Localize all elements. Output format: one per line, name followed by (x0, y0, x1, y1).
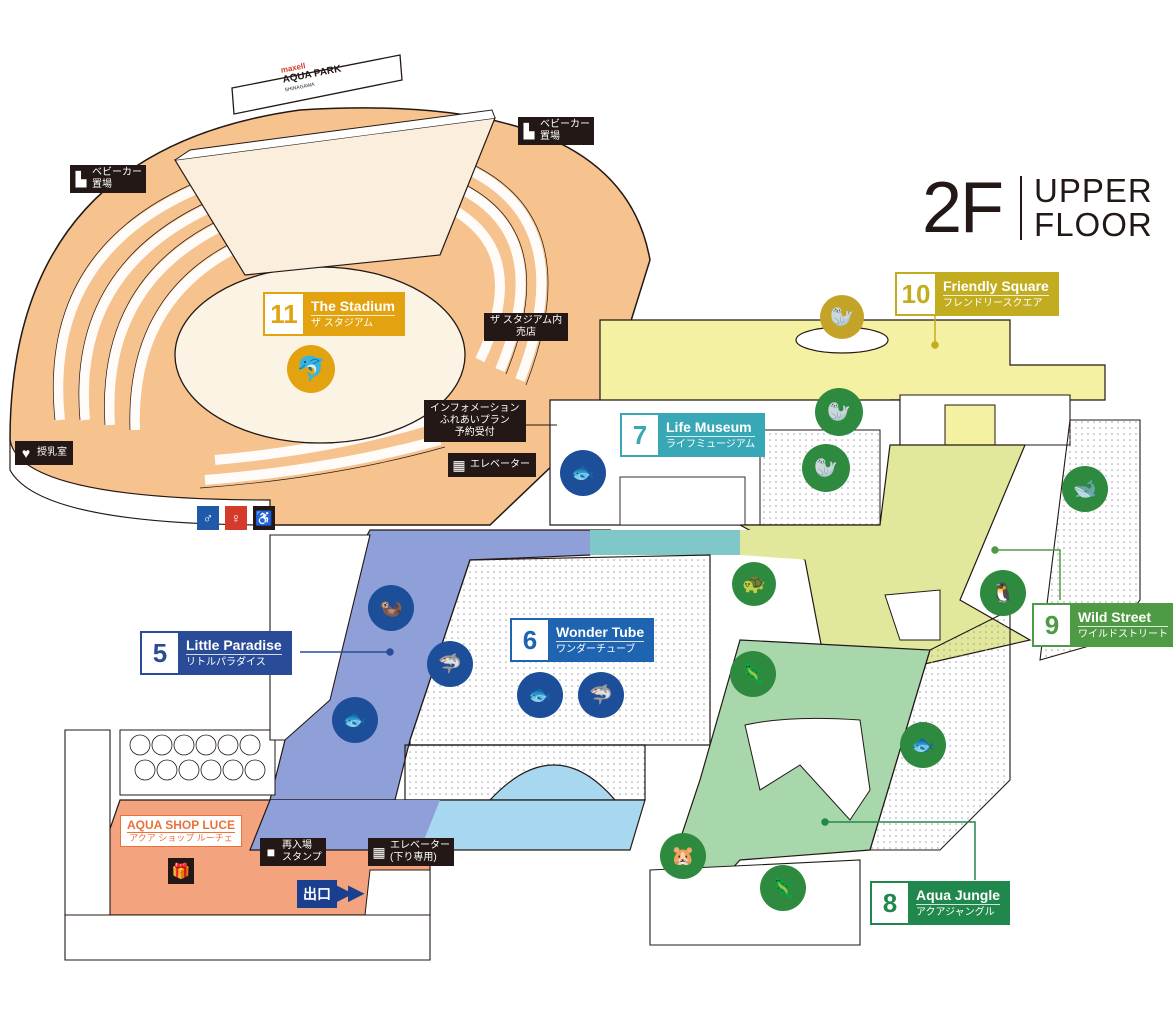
zone-name-ja: ワンダーチューブ (556, 641, 645, 656)
floor-title-line2: FLOOR (1034, 206, 1153, 243)
floor-number: 2F (922, 168, 1004, 248)
zone-name-ja: ザ スタジアム (311, 315, 396, 330)
floor-separator (1020, 176, 1023, 240)
escalator (364, 869, 431, 916)
turtle-icon: 🐢 (732, 562, 776, 606)
exit-arrow-icon: ▶▶ (337, 882, 364, 904)
left-wall (64, 729, 111, 916)
penguin-icon: 🐧 (980, 570, 1026, 616)
floor-title: 2F UPPER FLOOR (922, 172, 1153, 244)
restroom-female-icon: ♀ (225, 506, 247, 530)
stroller-icon: ▙ (75, 171, 87, 187)
tube-band (590, 530, 760, 555)
lizard-icon: 🦎 (730, 651, 776, 697)
elevator-icon: ▦ (452, 457, 466, 473)
zone-number: 8 (872, 883, 908, 923)
stamp-icon: ■ (266, 844, 276, 860)
zone-number: 9 (1034, 605, 1070, 645)
shop-front-wall (64, 914, 431, 961)
zone-label-wild-street[interactable]: 9 Wild Street ワイルドストリート (1032, 603, 1173, 647)
fish-icon: 🐟 (332, 697, 378, 743)
shark-icon: 🦈 (427, 641, 473, 687)
accessible-restroom-icon: ♿ (253, 506, 275, 530)
otter-icon: 🦦 (368, 585, 414, 631)
shop-name-ja: アクア ショップ ルーチェ (127, 832, 236, 844)
zone-name-en: Wild Street (1078, 609, 1151, 625)
barrel-rows (129, 734, 266, 781)
exit-sign[interactable]: 出口 (297, 880, 337, 908)
wild-leader (991, 546, 1061, 600)
shop-name-en: AQUA SHOP LUCE (127, 818, 236, 832)
stroller-parking-left[interactable]: ▙ ベビーカー置場 (70, 165, 146, 193)
elevator-label[interactable]: ▦ エレベーター (448, 453, 536, 477)
zone-number: 11 (265, 294, 303, 334)
zone-name-ja: ワイルドストリート (1078, 626, 1168, 641)
floor-title-text: UPPER FLOOR (1034, 174, 1153, 242)
lizard-icon: 🦎 (760, 865, 806, 911)
penguin-statue-icon: 🦭 (820, 295, 864, 339)
zone-name-en: The Stadium (311, 298, 396, 314)
zone-label-stadium[interactable]: 11 The Stadium ザ スタジアム (263, 292, 406, 336)
zone-name-en: Aqua Jungle (916, 887, 1001, 903)
zone-name-en: Life Museum (666, 419, 752, 435)
life-museum-windows (619, 476, 746, 526)
nursing-room-label[interactable]: ♥ 授乳室 (15, 441, 73, 465)
park-sign-board (231, 54, 403, 115)
zone-name-ja: リトルパラダイス (186, 654, 282, 669)
fish-icon: 🐟 (560, 450, 606, 496)
wonder-tube-arch (488, 764, 617, 801)
seal-icon: 🦭 (815, 388, 863, 436)
zone-number: 6 (512, 620, 548, 660)
entry-corridor (269, 534, 371, 741)
stadium-stage (174, 117, 496, 276)
zone-name-ja: フレンドリースクエア (943, 295, 1049, 310)
paradise-leader (300, 648, 394, 656)
elevator-icon: ▦ (372, 844, 386, 860)
zone-label-aqua-jungle[interactable]: 8 Aqua Jungle アクアジャングル (870, 881, 1011, 925)
ray-icon: 🐟 (517, 672, 563, 718)
zone-label-friendly-square[interactable]: 10 Friendly Square フレンドリースクエア (895, 272, 1059, 316)
beluga-icon: 🐋 (1062, 466, 1108, 512)
zone-number: 10 (897, 274, 935, 314)
zone-label-life-museum[interactable]: 7 Life Museum ライフミュージアム (620, 413, 766, 457)
zone-name-ja: アクアジャングル (916, 904, 1001, 919)
elevator-down-label[interactable]: ▦ エレベーター(下り専用) (368, 838, 454, 866)
nursing-icon: ♥ (21, 445, 31, 461)
zone-name-ja: ライフミュージアム (666, 436, 756, 451)
gift-icon: 🎁 (168, 858, 194, 884)
jungle-rock (744, 717, 871, 821)
dolphin-icon: 🐬 (287, 345, 335, 393)
floor-title-line1: UPPER (1034, 172, 1153, 209)
reentry-stamp-label[interactable]: ■ 再入場スタンプ (260, 838, 326, 866)
stroller-parking-right[interactable]: ▙ ベビーカー置場 (518, 117, 594, 145)
zone-number: 7 (622, 415, 658, 455)
zone-name-en: Wonder Tube (556, 624, 645, 640)
zone-name-en: Friendly Square (943, 278, 1049, 294)
zone-number: 5 (142, 633, 178, 673)
zone-label-wonder-tube[interactable]: 6 Wonder Tube ワンダーチューブ (510, 618, 655, 662)
zone-name-en: Little Paradise (186, 637, 282, 653)
jungle-leader (821, 818, 976, 880)
life-band (740, 530, 810, 560)
stroller-icon: ▙ (523, 123, 535, 139)
arapaima-icon: 🐟 (900, 722, 946, 768)
capybara-icon: 🐹 (660, 833, 706, 879)
sawfish-icon: 🦈 (578, 672, 624, 718)
shop-label[interactable]: AQUA SHOP LUCE アクア ショップ ルーチェ (120, 815, 243, 847)
restroom-male-icon: ♂ (197, 506, 219, 530)
zone-label-little-paradise[interactable]: 5 Little Paradise リトルパラダイス (140, 631, 292, 675)
stadium-kiosk-label[interactable]: ザ スタジアム内売店 (484, 313, 569, 341)
information-desk-label[interactable]: インフォメーションふれあいプラン予約受付 (424, 400, 526, 442)
jungle-bottom-wall (649, 859, 861, 946)
sea-lion-icon: 🦭 (802, 444, 850, 492)
